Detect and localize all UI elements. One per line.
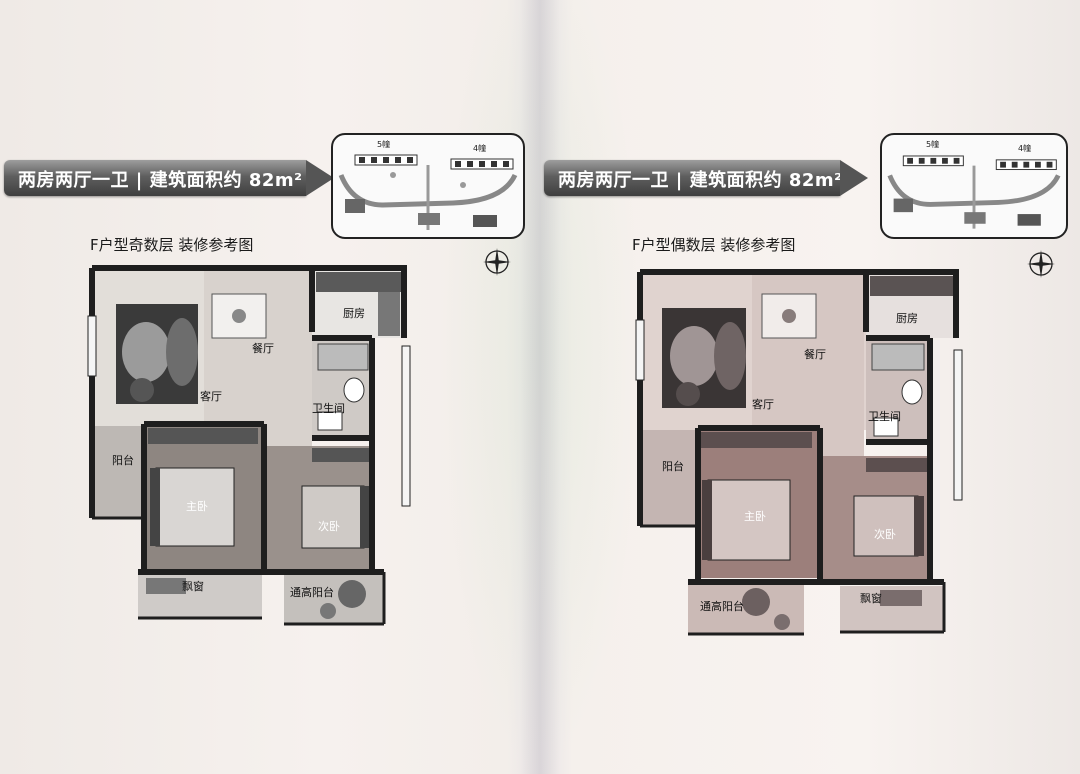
left-banner-text: 两房两厅一卫 | 建筑面积约 82m² <box>18 170 303 191</box>
left-label-bathroom: 卫生间 <box>312 402 345 415</box>
right-label-second-bedroom: 次卧 <box>874 528 896 541</box>
left-label-living: 客厅 <box>200 390 222 403</box>
right-title-banner: 两房两厅一卫 | 建筑面积约 82m² <box>544 160 868 196</box>
right-label-master-bedroom: 主卧 <box>744 510 766 523</box>
left-label-kitchen: 厨房 <box>343 307 365 320</box>
left-label-master-bedroom: 主卧 <box>186 500 208 513</box>
right-sitemap-label-a: 5幢 <box>926 140 940 149</box>
right-label-balcony: 阳台 <box>662 460 684 473</box>
right-sitemap-label-b: 4幢 <box>1018 144 1032 153</box>
left-sitemap-label-a: 5幢 <box>377 140 391 149</box>
right-label-dining: 餐厅 <box>804 348 826 361</box>
left-label-second-bedroom: 次卧 <box>318 520 340 533</box>
right-label-tall-balcony: 通高阳台 <box>700 600 744 613</box>
right-label-bay-window: 飘窗 <box>860 592 882 605</box>
page-glow <box>440 0 640 774</box>
left-label-tall-balcony: 通高阳台 <box>290 586 334 599</box>
right-site-map: 5幢 4幢 <box>880 133 1068 239</box>
left-sitemap-label-b: 4幢 <box>473 144 487 153</box>
left-title-banner: 两房两厅一卫 | 建筑面积约 82m² <box>4 160 334 196</box>
left-site-map: 5幢 4幢 <box>331 133 525 239</box>
right-floor-plan <box>635 269 963 636</box>
right-site-map-drawing <box>887 155 1061 229</box>
right-compass-icon <box>1027 250 1055 278</box>
right-label-living: 客厅 <box>752 398 774 411</box>
right-plan-title: F户型偶数层 装修参考图 <box>632 236 796 254</box>
left-label-bay-window: 飘窗 <box>182 580 204 593</box>
left-floor-plan <box>87 265 411 626</box>
left-compass-icon <box>483 248 511 276</box>
left-plan-title: F户型奇数层 装修参考图 <box>90 236 254 254</box>
left-site-map-drawing <box>338 154 518 230</box>
book-spine <box>520 0 560 774</box>
left-label-dining: 餐厅 <box>252 342 274 355</box>
right-page: 两房两厅一卫 | 建筑面积约 82m² 5幢 <box>540 0 1080 774</box>
right-banner-text: 两房两厅一卫 | 建筑面积约 82m² <box>558 170 843 191</box>
left-label-balcony: 阳台 <box>112 454 134 467</box>
right-label-bathroom: 卫生间 <box>868 410 901 423</box>
left-page: 两房两厅一卫 | 建筑面积约 82m² <box>4 133 525 626</box>
right-label-kitchen: 厨房 <box>896 312 918 325</box>
